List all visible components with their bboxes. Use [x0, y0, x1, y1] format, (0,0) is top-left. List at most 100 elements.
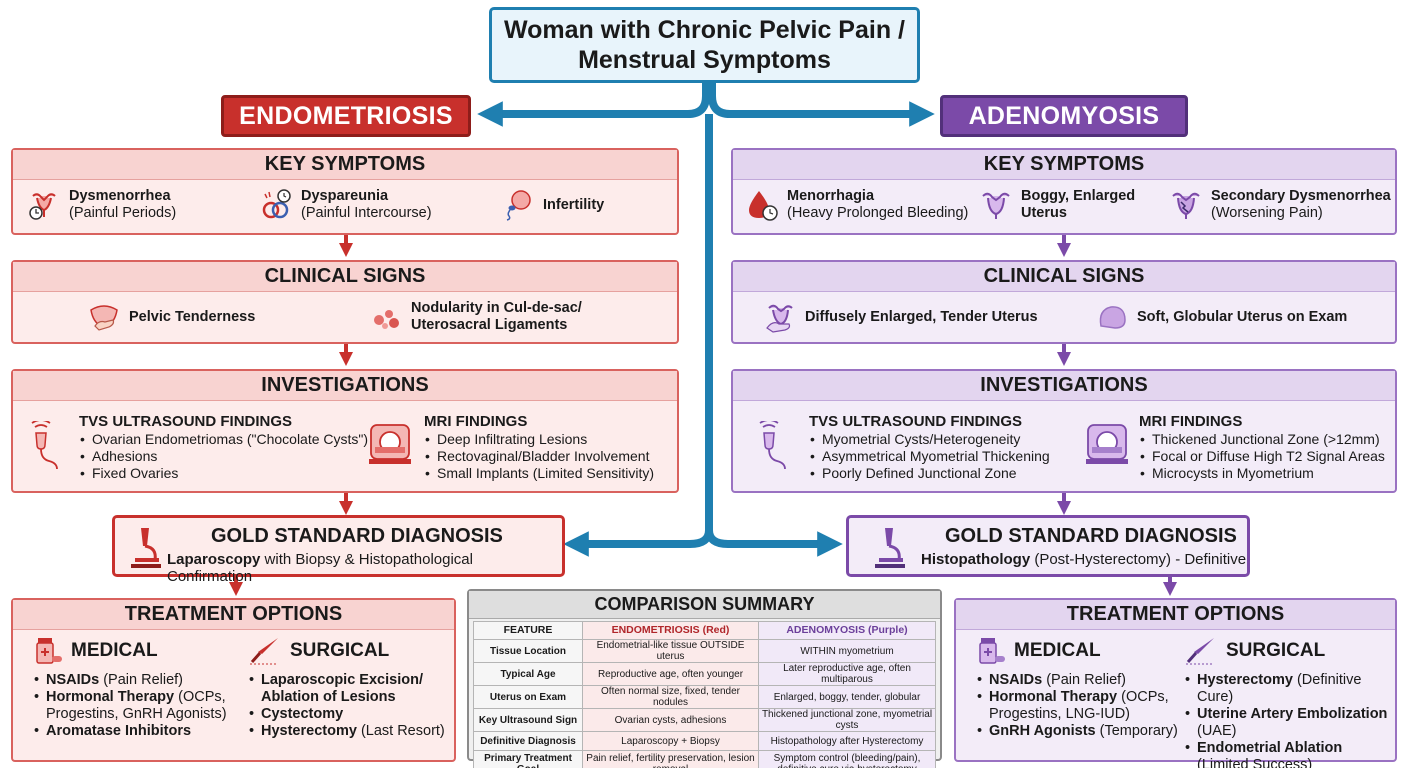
endo-clinical-signs-panel: CLINICAL SIGNS Pelvic Tenderness Nodular…: [11, 260, 679, 344]
adeno-gold-standard-box: GOLD STANDARD DIAGNOSIS Histopathology (…: [846, 515, 1250, 577]
adeno-gold-standard-rest: (Post-Hysterectomy) - Definitive: [1030, 551, 1247, 568]
table-row: Tissue Location Endometrial-like tissue …: [473, 639, 936, 663]
comparison-summary-panel: COMPARISON SUMMARY FEATURE ENDOMETRIOSIS…: [467, 589, 942, 768]
table-cell: Reproductive age, often younger: [582, 662, 759, 686]
adeno-investigations-panel: INVESTIGATIONS TVS ULTRASOUND FINDINGS M…: [731, 369, 1397, 493]
endo-tvs-title: TVS ULTRASOUND FINDINGS: [79, 413, 293, 430]
endo-medical-item: Aromatase Inhibitors: [33, 723, 245, 740]
adeno-mri-item: Microcysts in Myometrium: [1139, 465, 1385, 482]
endo-medical-title: MEDICAL: [71, 640, 158, 661]
table-cell: Often normal size, fixed, tender nodules: [582, 685, 759, 709]
endo-tvs-item: Ovarian Endometriomas ("Chocolate Cysts"…: [79, 431, 368, 448]
uterus-clock-icon: [29, 193, 56, 220]
table-row: Definitive Diagnosis Laparoscopy + Biops…: [473, 731, 936, 751]
endo-sign-pelvic-tenderness: Pelvic Tenderness: [87, 300, 255, 334]
adeno-medical-item: NSAIDs (Pain Relief): [976, 672, 1188, 689]
uterus-pain-icon: [1172, 192, 1200, 219]
endometriosis-title: ENDOMETRIOSIS: [221, 95, 471, 137]
mri-scanner-icon: [369, 424, 411, 464]
endo-mri-findings: MRI FINDINGS Deep Infiltrating Lesions R…: [424, 413, 654, 482]
presenting-complaint-line2: Menstrual Symptoms: [578, 46, 831, 74]
endo-symptom-dysmenorrhea-sub: (Painful Periods): [69, 205, 177, 221]
table-cell: Histopathology after Hysterectomy: [758, 731, 936, 751]
endo-clinical-signs-heading: CLINICAL SIGNS: [13, 262, 677, 292]
endo-symptom-dysmenorrhea: Dysmenorrhea (Painful Periods): [27, 188, 176, 222]
table-row: Primary Treatment Goal Pain relief, fert…: [473, 750, 936, 768]
endo-mri-item: Deep Infiltrating Lesions: [424, 431, 654, 448]
adeno-treatment-heading: TREATMENT OPTIONS: [956, 600, 1395, 630]
adeno-mri-item: Focal or Diffuse High T2 Signal Areas: [1139, 448, 1385, 465]
pill-bottle-icon: [979, 638, 1005, 664]
microscope-icon: [131, 528, 161, 568]
adeno-symptom-menorrhagia-label: Menorrhagia: [787, 188, 875, 204]
endo-gold-standard-rest: with Biopsy & Histopathological Confirma…: [167, 551, 473, 585]
scalpel-icon: [1186, 638, 1214, 665]
nodules-icon: [374, 310, 399, 329]
adeno-sign-enlarged-uterus: Diffusely Enlarged, Tender Uterus: [763, 300, 1038, 334]
table-cell: Uterus on Exam: [473, 685, 583, 709]
adeno-medical-title: MEDICAL: [1014, 640, 1101, 661]
hand-uterus-icon: [766, 304, 793, 333]
adeno-clinical-signs-heading: CLINICAL SIGNS: [733, 262, 1395, 292]
endo-surgical-item: Cystectomy: [248, 706, 448, 723]
blue-connector: [477, 83, 935, 557]
endo-sign-nodularity-line2: Uterosacral Ligaments: [411, 317, 568, 333]
scalpel-icon: [250, 638, 278, 665]
endo-treatment-panel: TREATMENT OPTIONS MEDICAL NSAIDs (Pain R…: [11, 598, 456, 762]
adeno-treatment-surgical: SURGICAL Hysterectomy (Definitive Cure) …: [1184, 636, 1394, 768]
endo-symptom-infertility: Infertility: [501, 188, 604, 222]
table-cell: Definitive Diagnosis: [473, 731, 583, 751]
endo-sign-nodularity-line1: Nodularity in Cul-de-sac/: [411, 300, 582, 316]
adeno-symptom-boggy-uterus: Boggy, Enlarged Uterus: [979, 188, 1135, 222]
adeno-sign-globular-uterus-label: Soft, Globular Uterus on Exam: [1137, 308, 1348, 325]
endo-gold-standard-box: GOLD STANDARD DIAGNOSIS Laparoscopy with…: [112, 515, 565, 585]
endo-gold-standard-method: Laparoscopy: [167, 551, 261, 568]
microscope-icon: [875, 528, 905, 568]
adeno-treatment-panel: TREATMENT OPTIONS MEDICAL NSAIDs (Pain R…: [954, 598, 1397, 768]
endo-mri-title: MRI FINDINGS: [424, 413, 528, 430]
table-header-cell: ENDOMETRIOSIS (Red): [582, 621, 759, 640]
table-cell: Tissue Location: [473, 639, 583, 663]
endo-tvs-findings: TVS ULTRASOUND FINDINGS Ovarian Endometr…: [79, 413, 368, 482]
endo-surgical-title: SURGICAL: [290, 640, 390, 661]
adeno-tvs-findings: TVS ULTRASOUND FINDINGS Myometrial Cysts…: [809, 413, 1050, 482]
table-cell: WITHIN myometrium: [758, 639, 936, 663]
adeno-symptom-menorrhagia-sub: (Heavy Prolonged Bleeding): [787, 205, 969, 221]
adeno-tvs-item: Myometrial Cysts/Heterogeneity: [809, 431, 1050, 448]
sperm-egg-icon: [506, 190, 531, 221]
adeno-mri-item: Thickened Junctional Zone (>12mm): [1139, 431, 1385, 448]
adeno-tvs-item: Poorly Defined Junctional Zone: [809, 465, 1050, 482]
adeno-medical-item: Hormonal Therapy (OCPs, Progestins, LNG-…: [976, 689, 1188, 723]
adeno-surgical-item: Uterine Artery Embolization (UAE): [1184, 706, 1394, 740]
adeno-symptom-secondary-dysmenorrhea-label: Secondary Dysmenorrhea: [1211, 188, 1391, 204]
endo-medical-item: NSAIDs (Pain Relief): [33, 672, 245, 689]
endo-mri-item: Small Implants (Limited Sensitivity): [424, 465, 654, 482]
adeno-mri-findings: MRI FINDINGS Thickened Junctional Zone (…: [1139, 413, 1385, 482]
endo-key-symptoms-panel: KEY SYMPTOMS Dysmenorrhea (Painful Perio…: [11, 148, 679, 235]
adeno-symptom-secondary-dysmenorrhea: Secondary Dysmenorrhea (Worsening Pain): [1169, 188, 1391, 222]
table-cell: Symptom control (bleeding/pain), definit…: [758, 750, 936, 768]
table-header-row: FEATURE ENDOMETRIOSIS (Red) ADENOMYOSIS …: [473, 621, 936, 640]
adeno-symptom-secondary-dysmenorrhea-sub: (Worsening Pain): [1211, 205, 1323, 221]
adeno-surgical-item: Endometrial Ablation (Limited Success): [1184, 740, 1394, 768]
table-cell: Pain relief, fertility preservation, les…: [582, 750, 759, 768]
adenomyosis-title: ADENOMYOSIS: [940, 95, 1188, 137]
adeno-clinical-signs-panel: CLINICAL SIGNS Diffusely Enlarged, Tende…: [731, 260, 1397, 344]
endo-symptom-infertility-label: Infertility: [543, 196, 605, 213]
adeno-mri-title: MRI FINDINGS: [1139, 413, 1243, 430]
presenting-complaint-box: Woman with Chronic Pelvic Pain / Menstru…: [489, 7, 920, 83]
table-cell: Thickened junctional zone, myometrial cy…: [758, 708, 936, 732]
endo-tvs-item: Fixed Ovaries: [79, 465, 368, 482]
adeno-symptom-menorrhagia: Menorrhagia (Heavy Prolonged Bleeding): [745, 188, 968, 222]
adeno-tvs-item: Asymmetrical Myometrial Thickening: [809, 448, 1050, 465]
endo-treatment-medical: MEDICAL NSAIDs (Pain Relief) Hormonal Th…: [33, 636, 245, 740]
table-header-cell: FEATURE: [473, 621, 583, 640]
endo-tvs-item: Adhesions: [79, 448, 368, 465]
endo-symptom-dyspareunia-sub: (Painful Intercourse): [301, 205, 432, 221]
adeno-sign-enlarged-uterus-label: Diffusely Enlarged, Tender Uterus: [805, 308, 1038, 325]
endo-sign-nodularity: Nodularity in Cul-de-sac/ Uterosacral Li…: [369, 300, 582, 334]
endo-surgical-item: Laparoscopic Excision/ Ablation of Lesio…: [248, 672, 448, 706]
endo-symptom-dysmenorrhea-label: Dysmenorrhea: [69, 188, 171, 204]
rings-icon: [262, 189, 291, 219]
